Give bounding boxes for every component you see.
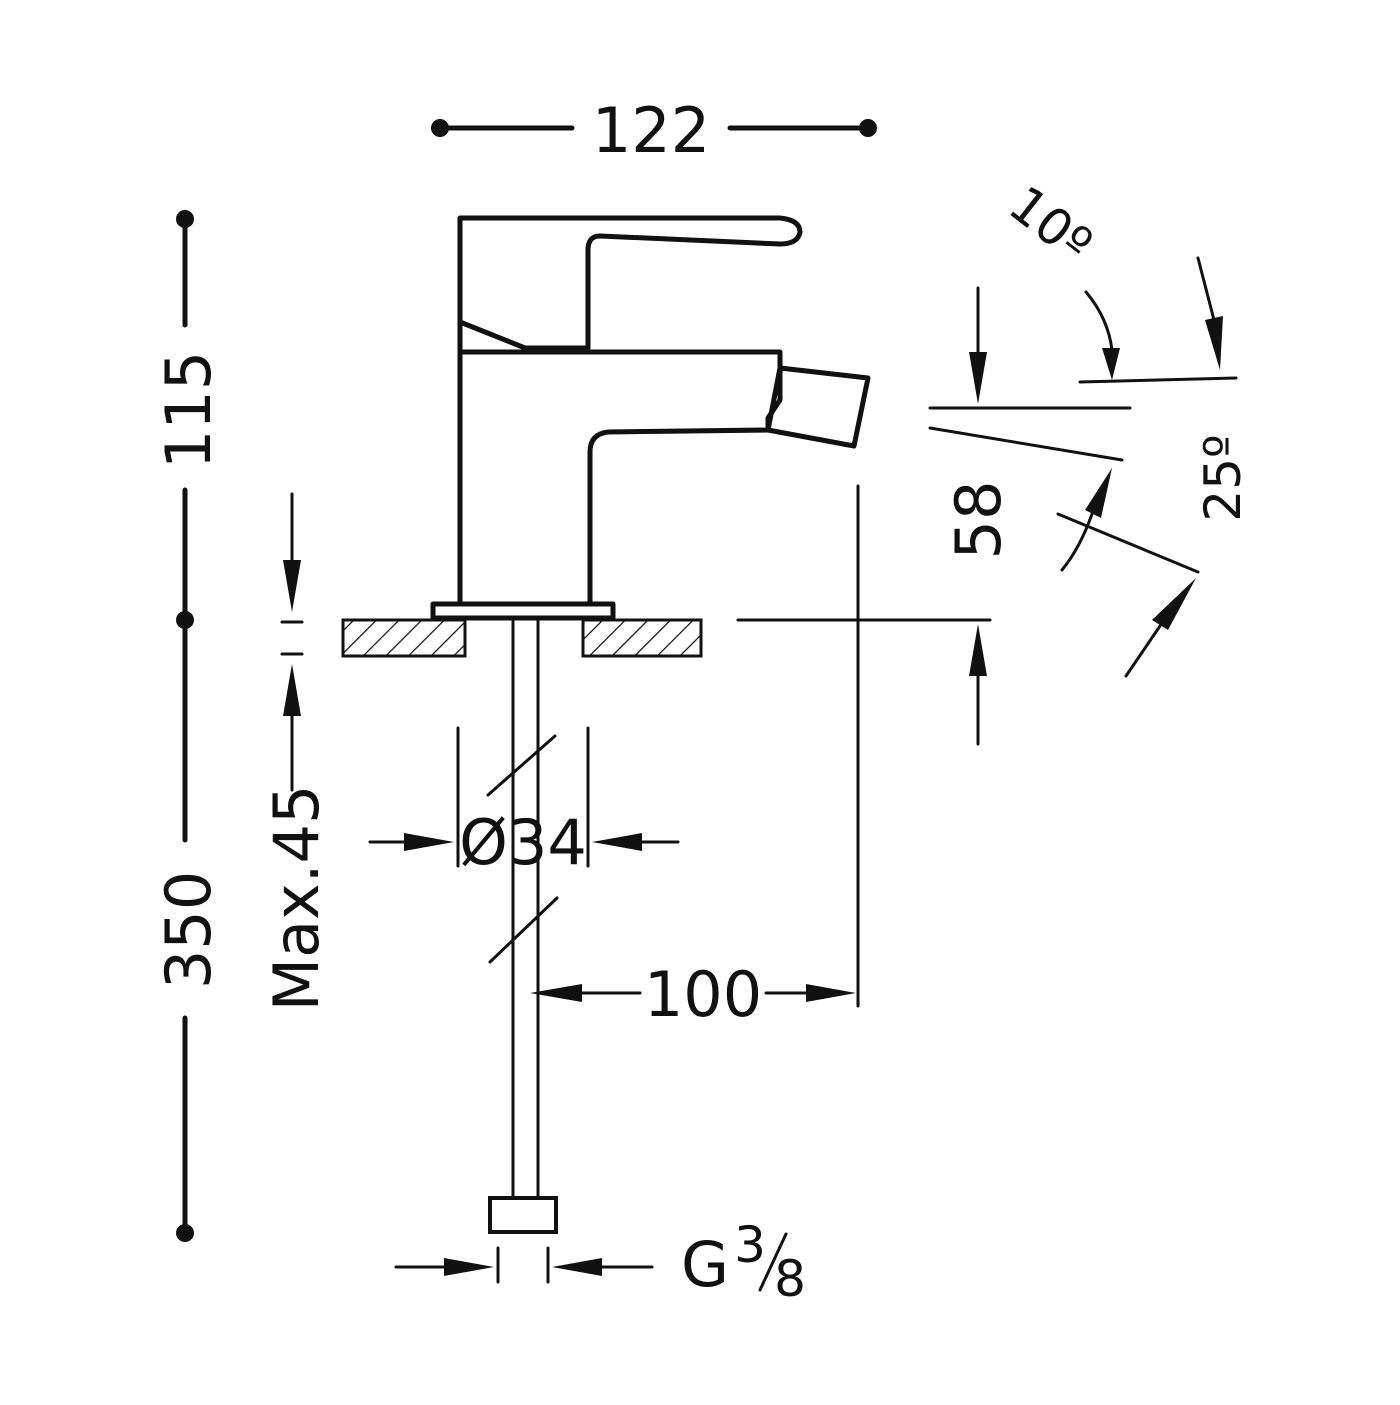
angle10-line	[1078, 376, 1238, 384]
upper-height-label: 115	[152, 351, 225, 469]
thread-dim-arrow-left	[444, 1258, 494, 1276]
angle25-ext	[1056, 512, 1200, 574]
hose-break-mark-top	[486, 734, 557, 797]
deck-dim-arrow-top	[283, 560, 301, 612]
spout-reach-label: 100	[644, 958, 762, 1031]
thread-label-prefix: G	[681, 1228, 729, 1301]
spout-angle-label: 25º	[1194, 434, 1252, 521]
spout-angle-dimension: 25º	[928, 426, 1252, 678]
spout-nozzle	[765, 365, 871, 449]
hose-break-mark-bottom	[488, 896, 559, 964]
width-dimension: 122	[431, 94, 877, 167]
height-dimension-chain: 115 350	[152, 210, 225, 1242]
faucet-body	[457, 349, 783, 607]
spout-reach-dimension: 100	[530, 484, 860, 1031]
deck-thickness-dimension: Max.45	[260, 492, 333, 1012]
faucet-outline	[430, 215, 871, 621]
hose-connector	[488, 1196, 558, 1234]
angle25-arrow-tail	[1124, 624, 1162, 678]
base-flange	[430, 601, 616, 621]
supply-hose	[486, 618, 559, 1234]
width-dim-label: 122	[592, 94, 710, 167]
height58-arrow-top	[969, 352, 987, 404]
thread-dim-arrow-right	[552, 1258, 602, 1276]
deck-left	[341, 618, 467, 658]
hole-diameter-label: Ø34	[459, 806, 587, 879]
thread-label-denominator: 8	[774, 1250, 806, 1308]
spout-height-label: 58	[942, 481, 1015, 560]
reach-dim-arrow-left	[530, 984, 582, 1002]
lower-height-label: 350	[152, 871, 225, 989]
angle25-arrow-top	[1085, 468, 1112, 518]
handle-angle-label: 10º	[998, 175, 1102, 274]
angle25-line	[928, 426, 1124, 462]
angle10-arrow	[1102, 348, 1120, 380]
deck-dim-arrow-bottom	[283, 664, 301, 716]
angle10-arrow-2	[1205, 316, 1223, 370]
handle-angle-dimension: 10º	[998, 175, 1238, 384]
angle10-arc	[1084, 290, 1114, 352]
deck-thickness-label: Max.45	[260, 785, 333, 1012]
hole-dim-arrow-left	[404, 833, 454, 851]
spout-height-dimension: 58	[736, 286, 1132, 746]
handle-lever	[457, 215, 803, 351]
reach-dim-arrow-right	[806, 984, 856, 1002]
angle10-ext	[1196, 256, 1216, 322]
height58-arrow-bottom	[969, 624, 987, 676]
deck-right	[581, 618, 703, 658]
angle25-arc	[1060, 512, 1094, 572]
thread-label-numerator: 3	[734, 1216, 766, 1274]
angle25-arrow-bottom	[1152, 578, 1196, 630]
width-dim-dot-right	[859, 119, 877, 137]
deck-section	[341, 618, 703, 658]
thread-fraction-slash	[758, 1232, 788, 1292]
hole-dim-arrow-right	[592, 833, 642, 851]
connection-thread-dimension: G 3 8	[394, 1216, 806, 1308]
height-dim-dot-bottom	[176, 1224, 194, 1242]
hole-diameter-dimension: Ø34	[368, 726, 680, 879]
